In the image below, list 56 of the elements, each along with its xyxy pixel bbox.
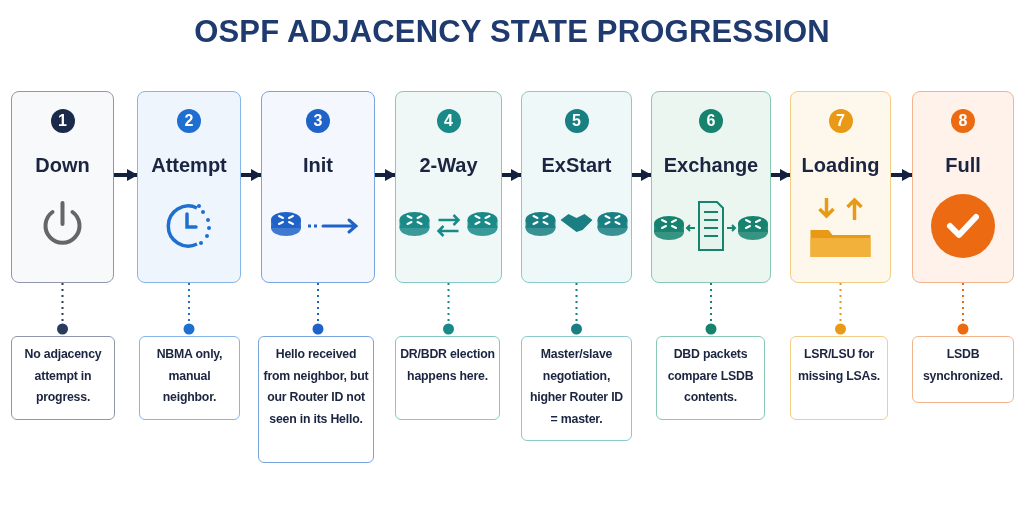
dotted-connector	[835, 282, 846, 337]
dotted-connector	[183, 282, 195, 337]
state-card	[137, 91, 241, 283]
state-card	[912, 91, 1014, 283]
state-name: ExStart	[540, 154, 613, 177]
state-name: 2-Way	[418, 154, 479, 177]
arrow	[502, 169, 522, 181]
note-text: LSDB synchronized.	[921, 346, 1005, 385]
note-text: Hello received from neighbor, but our Router ID not seen in its Hello.	[263, 346, 369, 428]
state-name: Down	[34, 154, 91, 177]
step-number-badge: 4	[436, 109, 461, 133]
state-card	[651, 91, 771, 283]
arrow	[632, 169, 652, 181]
note-text: NBMA only, manual neighbor.	[155, 346, 224, 406]
dotted-connector	[443, 282, 454, 337]
note-text: No adjacency attempt in progress.	[23, 346, 103, 406]
note-box	[790, 336, 888, 420]
note-box	[521, 336, 632, 441]
diagram-title: OSPF ADJACENCY STATE PROGRESSION	[193, 14, 831, 50]
note-box	[912, 336, 1014, 403]
step-number-badge: 3	[306, 109, 330, 133]
step-number-badge: 2	[177, 109, 201, 133]
note-box	[258, 336, 374, 463]
state-card	[261, 91, 375, 283]
state-name: Exchange	[662, 154, 760, 177]
dotted-connector	[312, 282, 324, 337]
state-card	[395, 91, 502, 283]
note-box	[395, 336, 500, 420]
state-card	[11, 91, 114, 283]
step-number-badge: 1	[50, 109, 75, 133]
note-box	[11, 336, 115, 420]
note-text: DR/BDR election happens here.	[400, 346, 495, 385]
dotted-connector	[705, 282, 717, 337]
note-text: DBD packets compare LSDB contents.	[666, 346, 755, 406]
step-number-badge: 6	[699, 109, 723, 133]
step-number-badge: 8	[951, 109, 975, 133]
arrow	[241, 169, 262, 181]
note-text: Master/slave negotiation, higher Router ID = master.	[528, 346, 625, 428]
note-box	[139, 336, 240, 420]
state-name: Attempt	[150, 154, 228, 177]
note-box	[656, 336, 765, 420]
dotted-connector	[57, 282, 68, 337]
arrow	[771, 169, 791, 181]
state-name: Loading	[800, 154, 881, 177]
arrow	[375, 169, 396, 181]
state-name: Init	[302, 154, 334, 177]
state-card	[790, 91, 891, 283]
state-card	[521, 91, 632, 283]
step-number-badge: 5	[564, 109, 589, 133]
state-name: Full	[944, 154, 982, 177]
dotted-connector	[957, 282, 969, 337]
note-text: LSR/LSU for missing LSAs.	[796, 346, 882, 385]
step-number-badge: 7	[828, 109, 853, 133]
arrow	[891, 169, 913, 181]
dotted-connector	[571, 282, 582, 337]
arrow	[114, 169, 138, 181]
